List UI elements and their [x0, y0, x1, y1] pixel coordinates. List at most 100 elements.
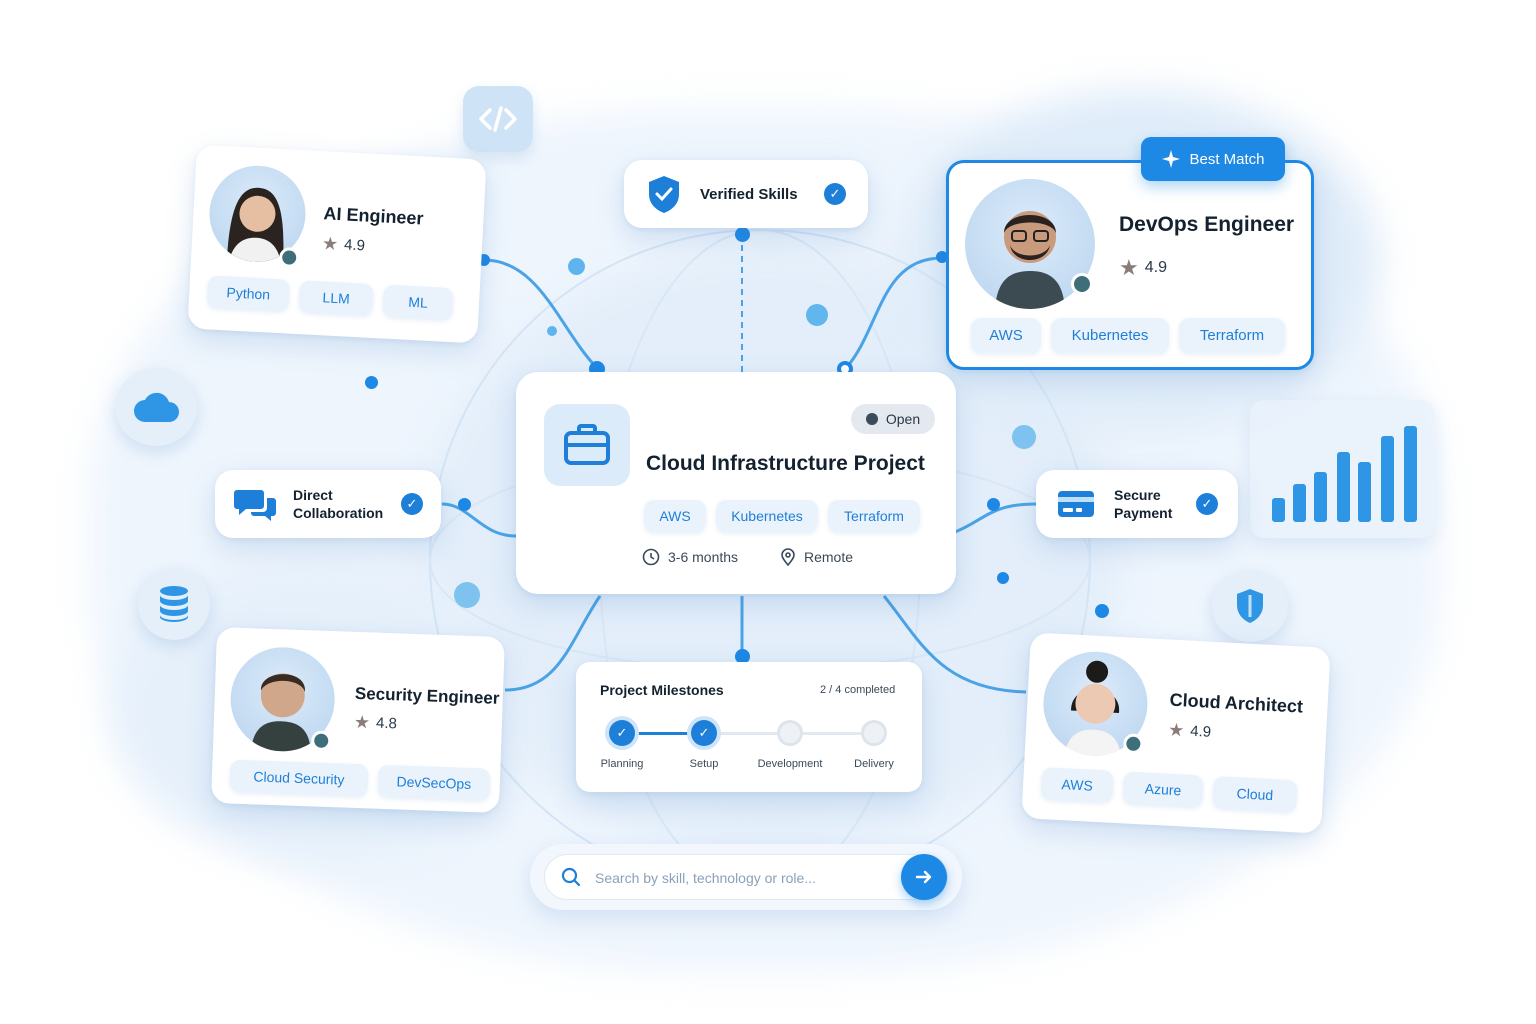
security-engineer-card[interactable]: Security Engineer ★ 4.8 Cloud Security D… [211, 627, 505, 813]
milestones-progress: 2 / 4 completed [820, 684, 896, 696]
direct-collaboration-card: Direct Collaboration ✓ [215, 470, 441, 538]
open-status-icon [865, 413, 878, 425]
feature-label: Direct [293, 487, 333, 503]
avatar [1040, 649, 1151, 759]
rating-value: 4.9 [1189, 722, 1212, 741]
location-pin-icon [781, 548, 795, 566]
online-status-dot [1071, 273, 1093, 295]
search-input[interactable] [593, 863, 887, 893]
connector-dot [458, 498, 471, 511]
engineer-title: AI Engineer [323, 203, 425, 229]
chat-icon [234, 490, 276, 521]
skill-chip[interactable]: Terraform [1179, 318, 1285, 353]
milestone-label: Delivery [854, 758, 894, 770]
status-badge: Open [851, 404, 935, 434]
search-submit-button[interactable] [901, 854, 947, 900]
skill-chip[interactable]: ML [382, 284, 454, 321]
rating-value: 4.9 [343, 236, 366, 255]
connector-dot [936, 251, 948, 263]
engineer-title: Cloud Architect [1169, 689, 1304, 717]
rating: ★ 4.8 [354, 712, 398, 734]
project-tag[interactable]: Kubernetes [716, 500, 818, 532]
database-icon [138, 568, 210, 640]
project-tag[interactable]: AWS [644, 500, 706, 532]
status-text: Open [885, 411, 921, 427]
connector-dot [735, 227, 750, 242]
feature-label: Collaboration [293, 505, 384, 521]
connector-dot [547, 326, 557, 336]
milestones-track-done [622, 732, 706, 735]
rating: ★ 4.9 [321, 233, 365, 256]
skill-chip[interactable]: AWS [1040, 767, 1114, 803]
milestones-title: Project Milestones [600, 682, 724, 698]
engineer-title: Security Engineer [354, 683, 500, 708]
rating-value: 4.8 [375, 714, 398, 733]
milestone-label: Development [757, 758, 823, 770]
secure-payment-card: Secure Payment ✓ [1036, 470, 1238, 538]
avatar [207, 163, 308, 265]
duration: 3-6 months [668, 549, 739, 565]
briefcase-icon [544, 404, 630, 486]
skill-chip[interactable]: LLM [298, 280, 374, 316]
skill-chip[interactable]: DevSecOps [377, 764, 491, 801]
project-card[interactable]: Open Cloud Infrastructure Project AWS Ku… [516, 372, 956, 594]
skill-chip[interactable]: Kubernetes [1051, 318, 1169, 353]
project-title: Cloud Infrastructure Project [646, 452, 925, 475]
best-match-badge: Best Match [1141, 137, 1285, 181]
rating: ★ 4.9 [1119, 255, 1167, 281]
skill-chip[interactable]: Cloud [1212, 776, 1298, 813]
milestones-card: Project Milestones 2 / 4 completed ✓ Plan… [576, 662, 922, 792]
connector-dot [1012, 425, 1036, 449]
star-icon: ★ [1119, 255, 1139, 280]
arrow-right-icon [915, 870, 932, 884]
shield-icon [1212, 570, 1288, 642]
code-icon [463, 86, 533, 152]
feature-label: Secure [1114, 487, 1161, 503]
check-icon: ✓ [401, 493, 423, 515]
rating: ★ 4.9 [1168, 720, 1212, 743]
search-container [530, 844, 962, 910]
connector-dot [1095, 604, 1109, 618]
milestone-step-pending-icon [777, 720, 803, 746]
skill-chip[interactable]: Azure [1122, 771, 1204, 808]
shield-check-icon [649, 176, 679, 213]
card-icon [1058, 491, 1094, 517]
star-icon: ★ [353, 711, 371, 733]
clock-icon [642, 548, 660, 566]
milestone-step-done-icon: ✓ [609, 720, 635, 746]
project-tag[interactable]: Terraform [828, 500, 920, 532]
connector-dot [365, 376, 378, 389]
avatar [228, 645, 337, 754]
skill-chip[interactable]: Python [206, 275, 291, 312]
feature-label: Payment [1114, 505, 1173, 521]
milestones-track [622, 732, 874, 735]
rating-value: 4.9 [1144, 259, 1167, 276]
best-match-label: Best Match [1189, 150, 1265, 168]
engineer-title: DevOps Engineer [1119, 213, 1295, 236]
verified-skills-label: Verified Skills [700, 185, 798, 203]
milestone-step-done-icon: ✓ [691, 720, 717, 746]
bar-chart-icon [1250, 400, 1435, 538]
milestone-step-pending-icon [861, 720, 887, 746]
search-icon [561, 867, 581, 887]
connector-dot [735, 649, 750, 664]
star-icon: ★ [321, 233, 339, 255]
milestone-label: Setup [689, 758, 719, 770]
connector-dot [568, 258, 585, 275]
cloud-architect-card[interactable]: Cloud Architect ★ 4.9 AWS Azure Cloud [1021, 632, 1331, 834]
location: Remote [804, 549, 854, 565]
milestone-label: Planning [600, 758, 644, 770]
sparkle-icon [1162, 150, 1181, 168]
skill-chip[interactable]: AWS [971, 318, 1041, 353]
search-bar[interactable] [544, 854, 948, 900]
online-status-dot [1122, 733, 1144, 755]
skill-chip[interactable]: Cloud Security [229, 759, 369, 797]
cloud-icon [115, 368, 197, 446]
check-icon: ✓ [824, 183, 846, 205]
connector-dot [806, 304, 828, 326]
connector-dot [454, 582, 480, 608]
online-status-dot [310, 730, 332, 752]
ai-engineer-card[interactable]: AI Engineer ★ 4.9 Python LLM ML [187, 144, 487, 344]
devops-engineer-card[interactable]: DevOps Engineer ★ 4.9 AWS Kubernetes Ter… [946, 160, 1314, 370]
online-status-dot [278, 247, 300, 269]
